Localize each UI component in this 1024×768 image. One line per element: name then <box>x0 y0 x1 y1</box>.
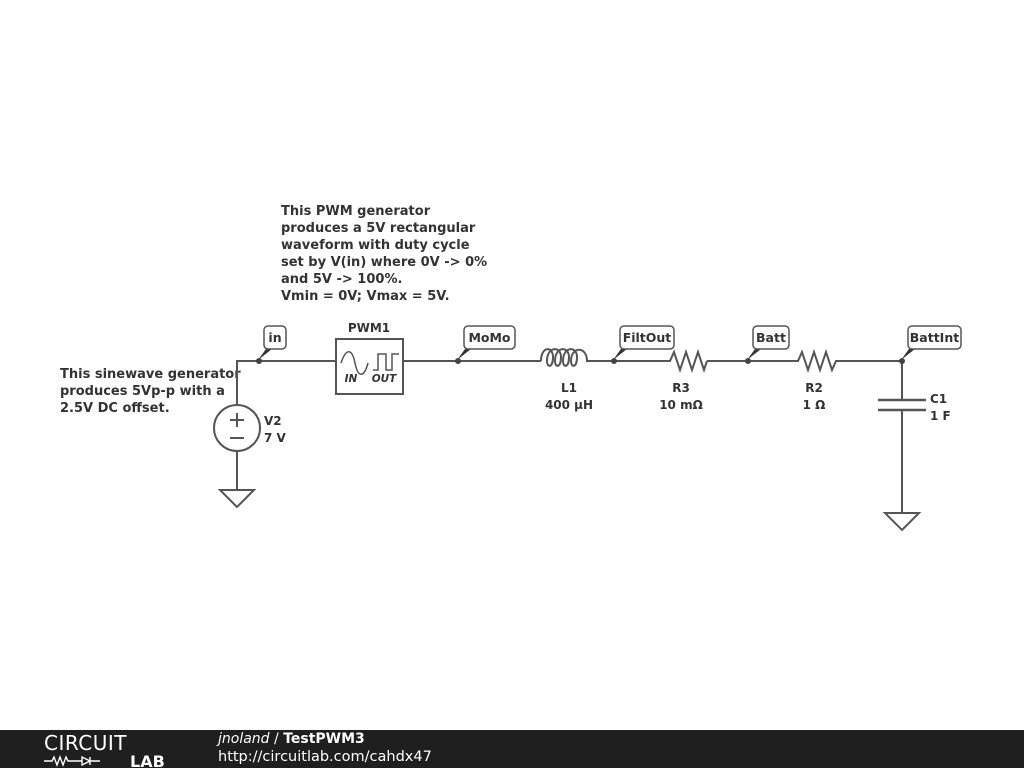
voltage-source-v2[interactable]: V2 7 V <box>213 404 287 452</box>
circuit-title[interactable]: TestPWM3 <box>283 731 365 747</box>
plus-sign <box>230 413 244 427</box>
net-label-batt[interactable]: Batt <box>747 325 790 360</box>
net-label-pin <box>457 349 471 360</box>
c1-value: 1 F <box>930 409 951 423</box>
l1-name: L1 <box>561 381 577 395</box>
net-label-box <box>619 325 675 350</box>
pwm-note-line: waveform with duty cycle <box>281 238 470 253</box>
capacitor-c1[interactable]: C1 1 F <box>878 392 951 423</box>
net-label-text: FiltOut <box>623 330 672 345</box>
net-label-filtout[interactable]: FiltOut <box>613 325 675 360</box>
junction-dot <box>256 358 262 364</box>
pwm-note-line: produces a 5V rectangular <box>281 221 476 236</box>
l1-value: 400 µH <box>545 398 593 412</box>
ground-icon <box>882 512 922 532</box>
pwm-note-line: set by V(in) where 0V -> 0% <box>281 255 487 270</box>
net-label-box <box>463 325 516 350</box>
junction-dot <box>899 358 905 364</box>
sine-note-line: produces 5Vp-p with a <box>60 384 225 399</box>
inductor-coil <box>540 348 599 367</box>
pwm-note-line: Vmin = 0V; Vmax = 5V. <box>281 289 450 304</box>
pwm-in-label: IN <box>345 373 358 385</box>
resistor-r2[interactable]: R2 1 Ω <box>795 348 839 412</box>
r3-value: 10 mΩ <box>659 398 703 412</box>
net-label-pin <box>258 349 272 360</box>
credit-separator: / <box>269 731 284 747</box>
net-label-pin <box>613 349 627 360</box>
wire-in[interactable] <box>236 360 335 405</box>
sine-wave-icon <box>340 351 369 375</box>
net-label-battint[interactable]: BattInt <box>901 325 962 360</box>
wire-battint[interactable] <box>839 360 903 400</box>
sine-note-line: This sinewave generator <box>60 367 241 382</box>
ground-icon <box>217 489 257 509</box>
net-label-momo[interactable]: MoMo <box>457 325 516 360</box>
net-label-text: MoMo <box>468 330 510 345</box>
circuit-schematic: This PWM generator produces a 5V rectang… <box>60 204 962 532</box>
pwm1-name: PWM1 <box>348 321 390 335</box>
logo-top-text: CIRCUIT <box>44 732 127 755</box>
sine-note: This sinewave generator produces 5Vp-p w… <box>60 367 245 416</box>
junction-dot <box>611 358 617 364</box>
circuit-url[interactable]: http://circuitlab.com/cahdx47 <box>218 749 432 765</box>
r2-value: 1 Ω <box>803 398 826 412</box>
v2-name: V2 <box>264 414 282 428</box>
net-label-text: BattInt <box>910 330 959 345</box>
net-label-text: in <box>268 330 281 345</box>
inductor-l1[interactable]: L1 400 µH <box>540 348 599 412</box>
pwm-note: This PWM generator produces a 5V rectang… <box>281 204 492 304</box>
net-label-text: Batt <box>756 330 786 345</box>
pwm-note-line: and 5V -> 100%. <box>281 272 402 287</box>
junction-dot <box>455 358 461 364</box>
pwm-generator-pwm1[interactable]: PWM1 IN OUT <box>335 321 404 395</box>
resistor-r3[interactable]: R3 10 mΩ <box>659 348 708 412</box>
logo-bottom-text: LAB <box>130 752 165 768</box>
pwm-out-label: OUT <box>372 373 397 385</box>
net-label-box <box>752 325 790 350</box>
net-label-box <box>907 325 962 350</box>
c1-name: C1 <box>930 392 947 406</box>
footer-bar: CIRCUIT LAB jnoland / TestPWM3 http://ci… <box>0 730 1024 768</box>
net-label-box <box>263 325 287 350</box>
pwm-note-line: This PWM generator <box>281 204 431 219</box>
author-link[interactable]: jnoland <box>218 731 270 747</box>
source-circle <box>213 404 261 452</box>
resistor-zigzag <box>795 348 839 374</box>
sine-note-line: 2.5V DC offset. <box>60 401 170 416</box>
net-label-in[interactable]: in <box>258 325 287 360</box>
circuit-credit: jnoland / TestPWM3 <box>218 731 365 748</box>
v2-value: 7 V <box>264 431 287 445</box>
logo-circuit-icon <box>44 755 100 767</box>
square-wave-icon <box>373 353 399 371</box>
net-label-pin <box>901 349 915 360</box>
capacitor-plates <box>878 398 926 412</box>
resistor-zigzag <box>667 348 708 374</box>
r3-name: R3 <box>672 381 690 395</box>
pwm-box <box>335 338 404 395</box>
r2-name: R2 <box>805 381 823 395</box>
net-label-pin <box>747 349 761 360</box>
junction-dot <box>745 358 751 364</box>
circuitlab-logo[interactable]: CIRCUIT LAB <box>44 732 184 768</box>
